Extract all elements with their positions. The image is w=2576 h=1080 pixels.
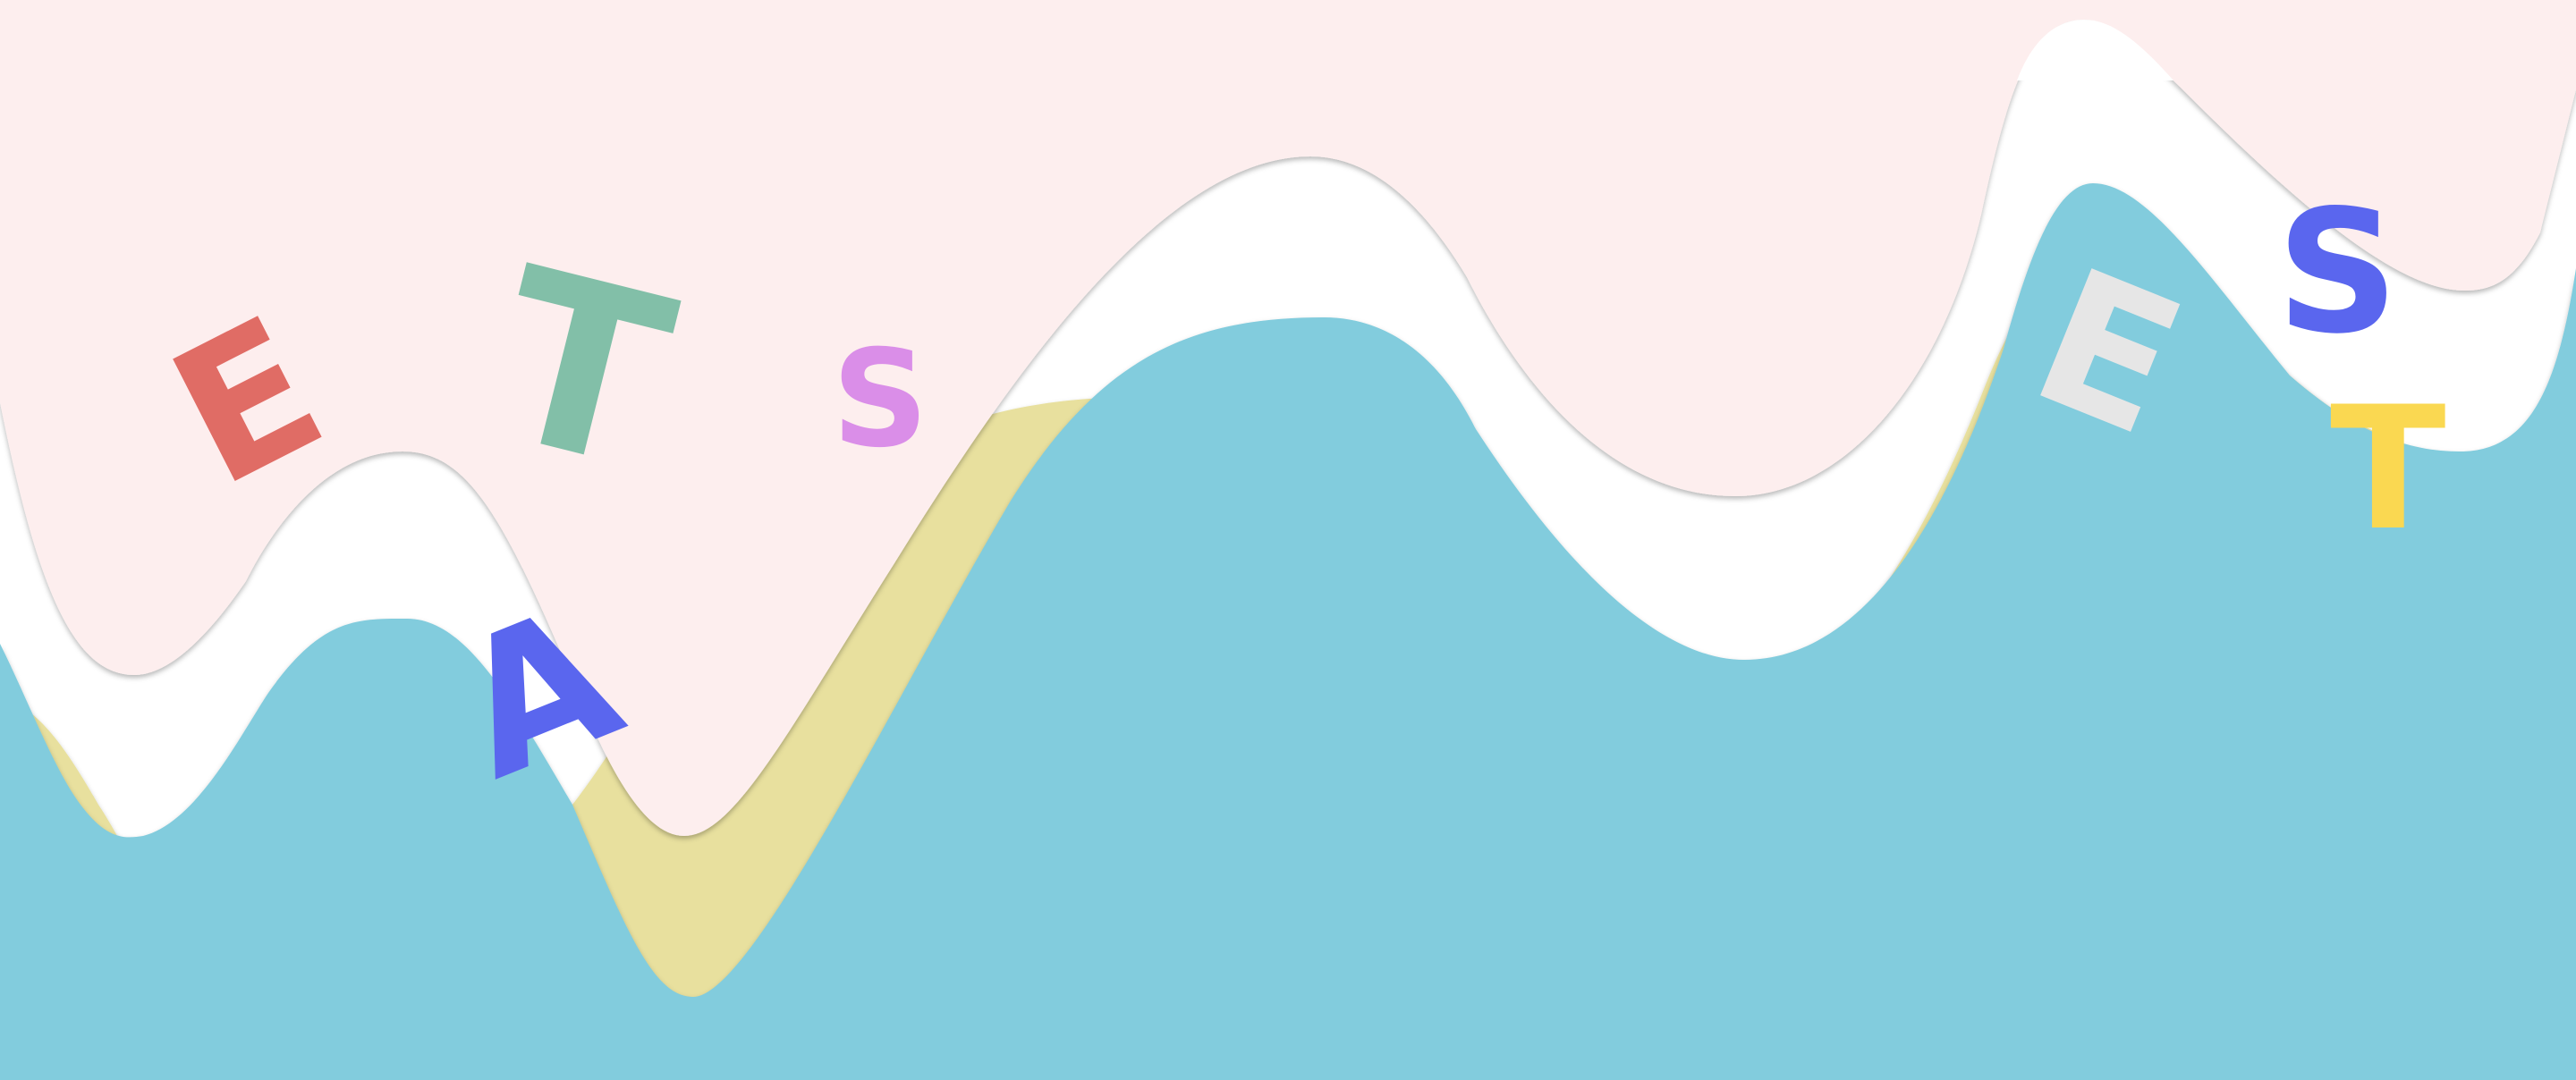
letter-t-yellow: T — [2330, 370, 2446, 568]
blue-wave-layer — [0, 183, 2576, 1080]
letter-s-blue: S — [2276, 173, 2399, 371]
pink-wave-layer — [0, 0, 2576, 836]
notch-highlight — [2017, 20, 2174, 80]
letter-s-pink: S — [832, 322, 929, 477]
